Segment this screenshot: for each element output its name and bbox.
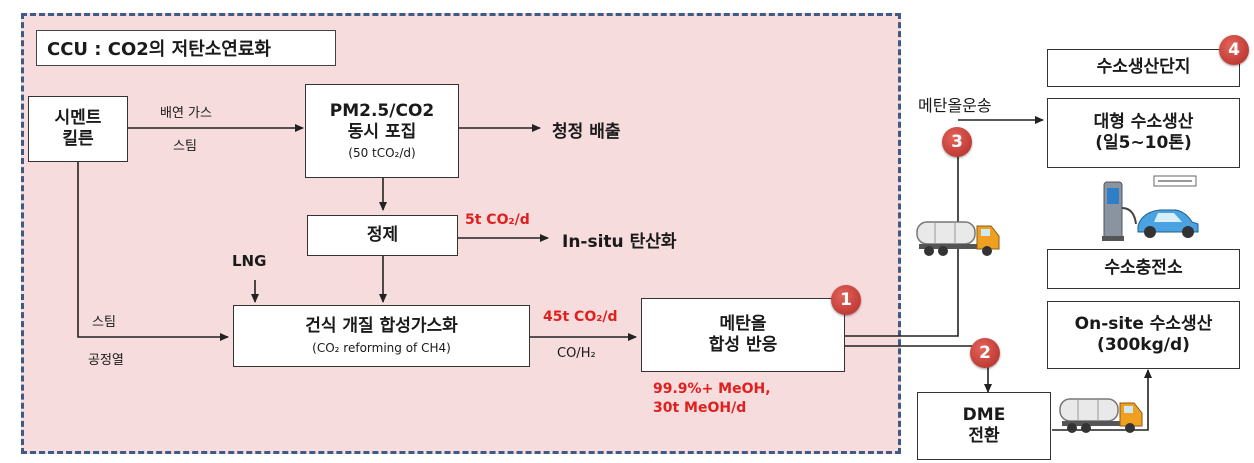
clean-exhaust-label: 청정 배출 bbox=[552, 122, 621, 142]
meoh-purity-label: 99.9%+ MeOH, bbox=[653, 381, 771, 397]
h2-complex-box: 수소생산단지 bbox=[1047, 49, 1240, 87]
methanol-route-line bbox=[845, 155, 959, 337]
insitu-label: In-situ 탄산화 bbox=[562, 232, 677, 252]
hydrogen-station-icon bbox=[1102, 175, 1199, 241]
badge-1: 1 bbox=[831, 285, 861, 315]
onsite-box: On-site 수소생산 (300kg/d) bbox=[1047, 301, 1240, 369]
capture-rate: (50 tCO₂/d) bbox=[348, 146, 416, 161]
purify-box: 정제 bbox=[307, 215, 458, 256]
badge-4: 4 bbox=[1219, 35, 1249, 65]
methanol-transport-label: 메탄올운송 bbox=[918, 96, 992, 115]
steam-arrow bbox=[77, 162, 229, 341]
process-heat-label: 공정열 bbox=[88, 353, 124, 368]
tanker-truck-icon bbox=[916, 221, 1000, 256]
flue-gas-label: 배연 가스 bbox=[160, 106, 212, 121]
capture-box: PM2.5/CO2 동시 포집 (50 tCO₂/d) bbox=[305, 84, 459, 178]
steam-left-label: 스팀 bbox=[92, 315, 116, 330]
reforming-sub: (CO₂ reforming of CH4) bbox=[312, 340, 451, 355]
capture-title: PM2.5/CO2 동시 포집 bbox=[329, 100, 435, 142]
steam-top-label: 스팀 bbox=[173, 139, 197, 154]
cement-kiln-box: 시멘트 킬른 bbox=[28, 96, 128, 162]
lng-label: LNG bbox=[232, 252, 267, 270]
reforming-box: 건식 개질 합성가스화 (CO₂ reforming of CH4) bbox=[233, 305, 530, 367]
diagram-title: CCU : CO2의 저탄소연료화 bbox=[36, 30, 336, 66]
co2-45t-label: 45t CO₂/d bbox=[543, 309, 618, 325]
co2-5t-label: 5t CO₂/d bbox=[465, 212, 530, 228]
badge-2: 2 bbox=[970, 338, 1000, 368]
methanol-synthesis-box: 메탄올 합성 반응 bbox=[641, 298, 845, 372]
co-h2-label: CO/H₂ bbox=[557, 346, 596, 361]
tanker-truck-icon bbox=[1059, 398, 1143, 433]
meoh-rate-label: 30t MeOH/d bbox=[653, 400, 747, 416]
badge-3: 3 bbox=[942, 127, 972, 157]
dme-box: DME 전환 bbox=[917, 392, 1051, 460]
station-box: 수소충전소 bbox=[1047, 249, 1240, 289]
dme-arrow bbox=[845, 345, 992, 393]
ccu-panel bbox=[21, 13, 901, 454]
reforming-title: 건식 개질 합성가스화 bbox=[305, 316, 458, 337]
large-h2-box: 대형 수소생산 (일5~10톤) bbox=[1047, 98, 1240, 168]
